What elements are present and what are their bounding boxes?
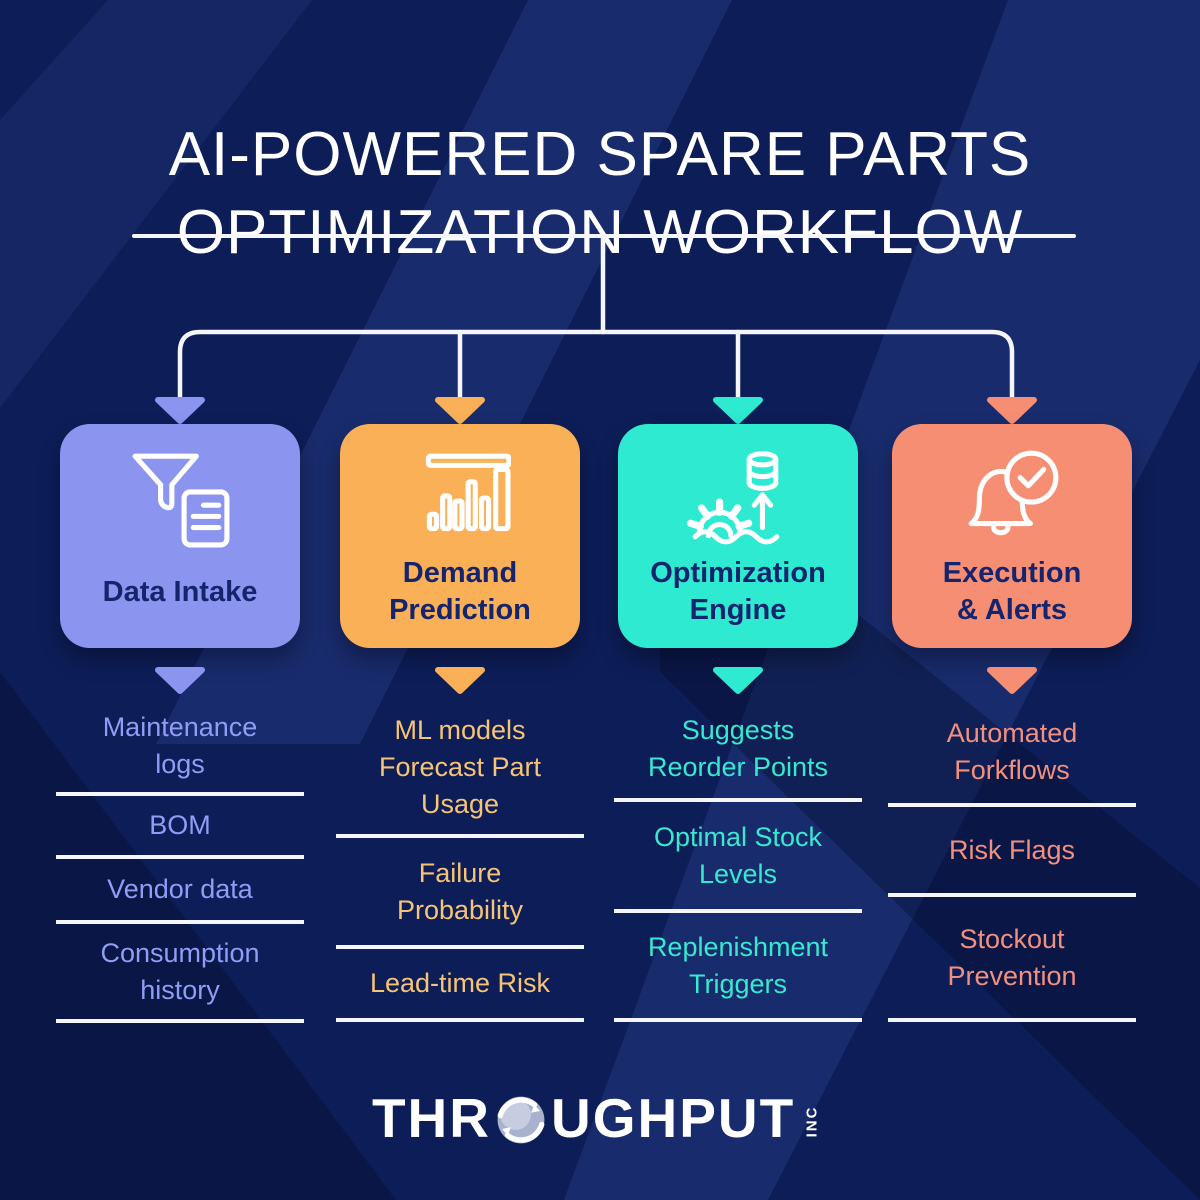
title-underline <box>132 234 1076 238</box>
page-title: AI-POWERED SPARE PARTS OPTIMIZATION WORK… <box>168 119 1032 267</box>
arrow-down-icon <box>155 667 205 694</box>
list-item: Stockout Prevention <box>888 897 1136 1022</box>
list-item: Automated Forkflows <box>888 700 1136 807</box>
gear-database-icon <box>687 451 780 545</box>
list-item: Vendor data <box>56 859 304 924</box>
stage-title: Execution & Alerts <box>942 557 1082 626</box>
workflow-column-execution-alerts: Execution & Alerts Automated Forkflows R… <box>887 394 1137 1039</box>
list-item: Optimal Stock Levels <box>614 802 862 913</box>
stage-detail-list: Maintenance logs BOM Vendor data Consump… <box>56 700 304 1023</box>
workflow-column-data-intake: Data Intake Maintenance logs BOM Vendor … <box>55 394 305 1039</box>
list-item: Consumption history <box>56 924 304 1023</box>
bar-chart-icon <box>425 453 511 532</box>
workflow-column-optimization-engine: Optimization Engine Suggests Reorder Poi… <box>613 394 863 1039</box>
list-item: Failure Probability <box>336 838 584 949</box>
stage-title: Data Intake <box>102 575 258 608</box>
arrow-down-icon <box>155 397 205 424</box>
stage-title: Demand Prediction <box>389 557 531 626</box>
arrow-down-icon <box>435 667 485 694</box>
arrow-down-icon <box>713 397 763 424</box>
arrow-down-icon <box>987 667 1037 694</box>
brand-inc-label: INC <box>803 1105 821 1137</box>
list-item: Risk Flags <box>888 807 1136 897</box>
arrow-down-icon <box>713 667 763 694</box>
list-item: BOM <box>56 796 304 859</box>
stage-box: Data Intake <box>60 424 300 648</box>
list-item: Replenishment Triggers <box>614 913 862 1022</box>
globe-icon <box>497 1096 545 1144</box>
list-item: Lead-time Risk <box>336 949 584 1022</box>
arrow-down-icon <box>987 397 1037 424</box>
arrow-down-icon <box>435 397 485 424</box>
brand-text-left: THR <box>371 1087 491 1149</box>
workflow-column-demand-prediction: Demand Prediction ML models Forecast Par… <box>335 394 585 1039</box>
list-item: Suggests Reorder Points <box>614 700 862 802</box>
funnel-document-icon <box>132 453 230 548</box>
stage-detail-list: ML models Forecast Part Usage Failure Pr… <box>336 700 584 1022</box>
brand-text-right: UGHPUT <box>550 1087 796 1149</box>
list-item: ML models Forecast Part Usage <box>336 700 584 838</box>
stage-box: Optimization Engine <box>618 424 858 648</box>
stage-box: Execution & Alerts <box>892 424 1132 648</box>
brand-logo: THR UGHPUT INC <box>0 1088 1200 1148</box>
stage-detail-list: Suggests Reorder Points Optimal Stock Le… <box>614 700 862 1022</box>
list-item: Maintenance logs <box>56 700 304 796</box>
stage-detail-list: Automated Forkflows Risk Flags Stockout … <box>888 700 1136 1022</box>
stage-title: Optimization Engine <box>650 557 826 626</box>
stage-box: Demand Prediction <box>340 424 580 648</box>
bell-check-icon <box>968 450 1059 536</box>
